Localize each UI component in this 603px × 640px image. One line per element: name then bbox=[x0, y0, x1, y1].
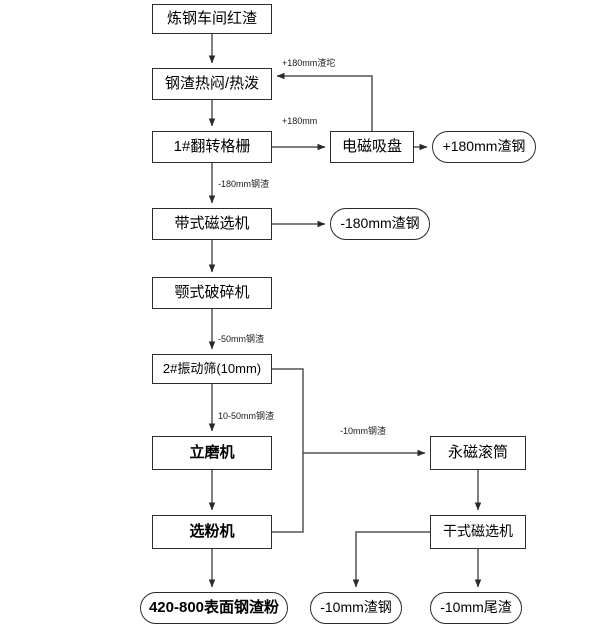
node-flip-grate-1[interactable]: 1#翻转格栅 bbox=[152, 131, 272, 163]
node-label: -10mm尾渣 bbox=[440, 599, 512, 616]
node-output-plus180-slag-steel[interactable]: +180mm渣钢 bbox=[432, 131, 536, 163]
node-label: 电磁吸盘 bbox=[341, 137, 402, 155]
node-label: 炼钢车间红渣 bbox=[166, 9, 257, 27]
node-output-minus10-slag-steel[interactable]: -10mm渣钢 bbox=[310, 592, 402, 624]
node-slag-hot-stuffy-quench[interactable]: 钢渣热闷/热泼 bbox=[152, 68, 272, 100]
node-label: 选粉机 bbox=[189, 522, 235, 540]
node-steelmaking-red-slag[interactable]: 炼钢车间红渣 bbox=[152, 4, 272, 34]
node-permanent-magnetic-drum[interactable]: 永磁滚筒 bbox=[430, 436, 526, 470]
edge-label-minus10-steel-slag: -10mm钢渣 bbox=[340, 426, 387, 436]
node-jaw-crusher[interactable]: 颚式破碎机 bbox=[152, 277, 272, 309]
node-vertical-mill[interactable]: 立磨机 bbox=[152, 436, 272, 470]
node-label: 钢渣热闷/热泼 bbox=[164, 74, 260, 92]
node-label: 干式磁选机 bbox=[443, 523, 513, 540]
node-label: -180mm渣钢 bbox=[340, 215, 420, 232]
node-electromagnetic-chuck[interactable]: 电磁吸盘 bbox=[330, 131, 414, 163]
node-powder-separator[interactable]: 选粉机 bbox=[152, 515, 272, 549]
node-label: +180mm渣钢 bbox=[442, 138, 526, 155]
edge-label-10-50-steel-slag: 10-50mm钢渣 bbox=[218, 411, 275, 421]
node-label: 420-800表面钢渣粉 bbox=[148, 598, 280, 616]
edge-label-minus180-steel-slag: -180mm钢渣 bbox=[218, 179, 270, 189]
node-label: -10mm渣钢 bbox=[320, 599, 392, 616]
edge-trunk-n12 bbox=[272, 453, 304, 533]
node-dry-magnetic-separator[interactable]: 干式磁选机 bbox=[430, 515, 526, 549]
node-label: 颚式破碎机 bbox=[174, 283, 250, 301]
node-label: 带式磁选机 bbox=[174, 214, 250, 232]
node-output-minus180-slag-steel[interactable]: -180mm渣钢 bbox=[330, 208, 430, 240]
node-belt-magnetic-separator[interactable]: 带式磁选机 bbox=[152, 208, 272, 240]
node-label: 立磨机 bbox=[189, 443, 235, 461]
node-vibrating-screen-2[interactable]: 2#振动筛(10mm) bbox=[152, 354, 272, 384]
edge-label-minus50-steel-slag: -50mm钢渣 bbox=[218, 334, 265, 344]
node-output-minus10-tailings[interactable]: -10mm尾渣 bbox=[430, 592, 522, 624]
node-output-420-800-slag-powder[interactable]: 420-800表面钢渣粉 bbox=[140, 592, 288, 624]
edge-n13-n15 bbox=[352, 531, 430, 588]
node-label: 1#翻转格栅 bbox=[173, 137, 251, 155]
node-label: 永磁滚筒 bbox=[447, 443, 508, 461]
node-label: 2#振动筛(10mm) bbox=[162, 360, 262, 376]
edge-label-plus180: +180mm bbox=[282, 116, 318, 126]
edge-n9-n11 bbox=[272, 368, 426, 457]
edge-label-plus180-slag-lump: +180mm渣坨 bbox=[282, 58, 336, 68]
